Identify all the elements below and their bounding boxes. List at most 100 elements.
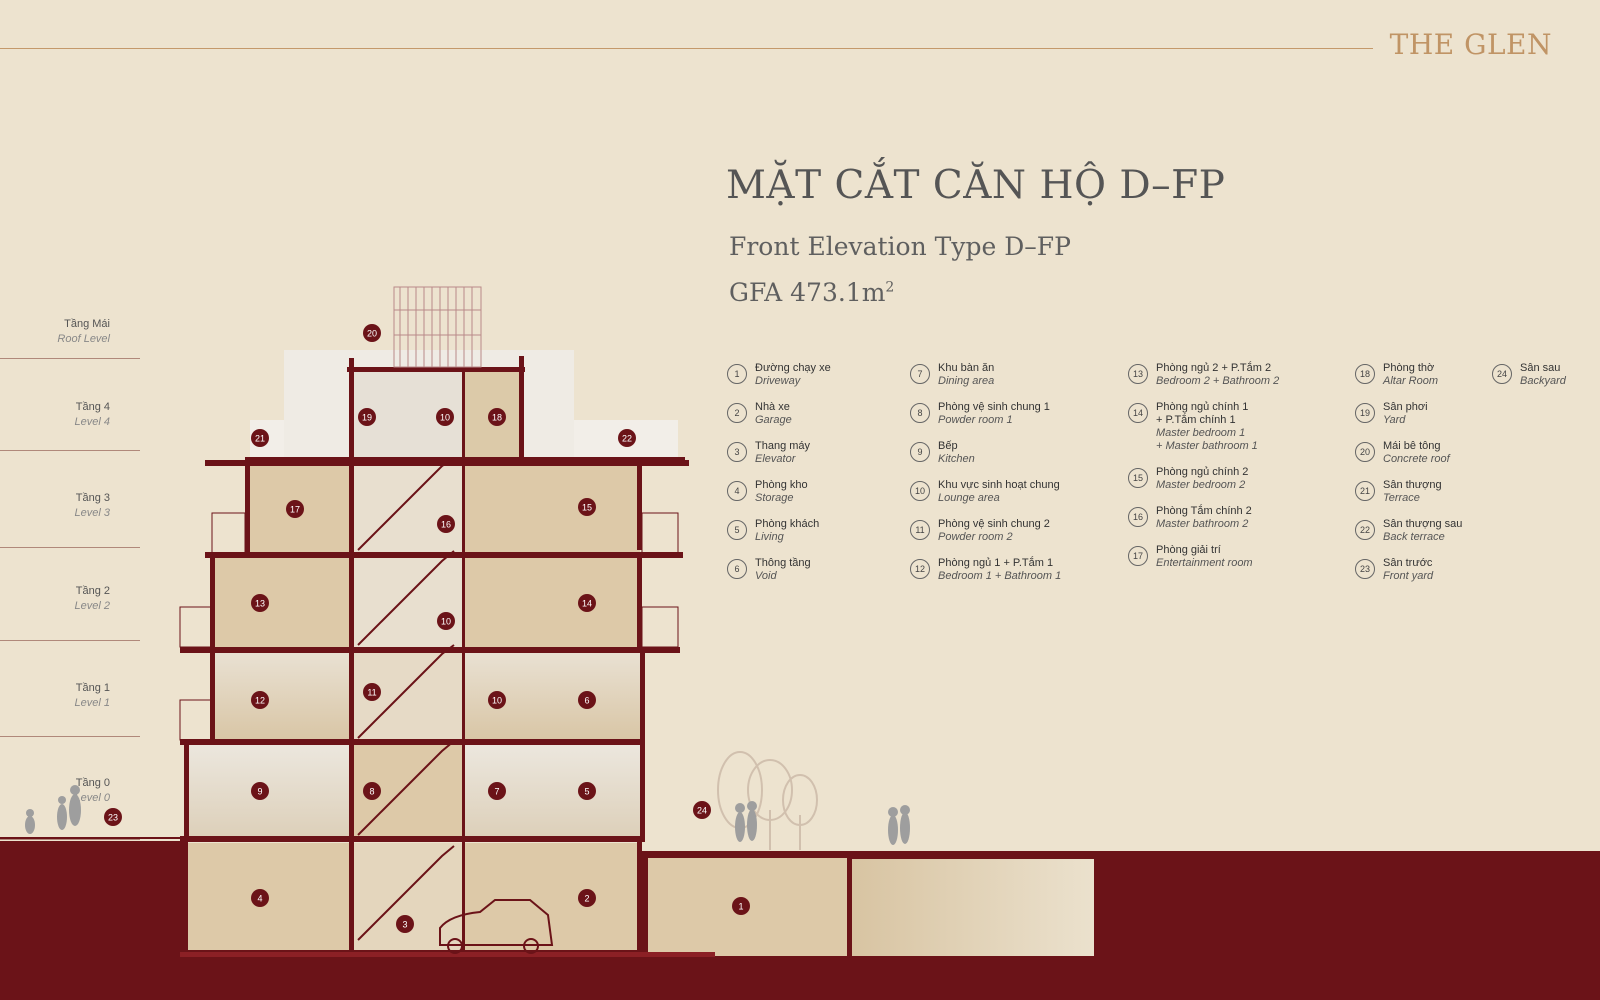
staircase <box>357 457 455 941</box>
room-marker-number: 11 <box>367 688 376 698</box>
level-name: Tầng 0 <box>75 777 110 789</box>
legend-label-vn: Sân thượng <box>1383 479 1442 491</box>
room-marker-dot <box>251 782 269 800</box>
level-name: Tầng 1 <box>75 682 110 694</box>
room-marker-number: 10 <box>492 696 502 706</box>
legend-label-en: Lounge area <box>938 492 1000 504</box>
legend-label-en: Driveway <box>755 375 801 387</box>
level-divider <box>0 736 140 737</box>
level-divider <box>0 839 140 840</box>
car-icon <box>439 899 554 954</box>
room-marker: 8 <box>363 782 381 800</box>
room-marker-dot <box>488 408 506 426</box>
gfa-unit-sup: 2 <box>885 279 895 296</box>
room-marker: 10 <box>437 612 455 630</box>
room-marker-dot <box>488 782 506 800</box>
room-marker: 11 <box>363 683 381 701</box>
level-2-floor <box>214 557 640 647</box>
page-title: MẶT CẮT CĂN HỘ D–FP <box>726 163 1226 208</box>
level-name-en: Roof Level <box>57 333 110 345</box>
level-3-floor <box>250 465 640 552</box>
room-marker: 18 <box>488 408 506 426</box>
legend-label-en: Front yard <box>1383 570 1434 582</box>
legend-number-badge: 10 <box>910 481 930 501</box>
legend-label-vn: Phòng ngủ chính 1+ P.Tắm chính 1 <box>1156 401 1249 426</box>
legend-number-badge: 19 <box>1355 403 1375 423</box>
gfa-value: GFA 473.1m <box>729 278 886 307</box>
legend-label-en: Dining area <box>938 375 995 387</box>
legend-label-vn: Khu vực sinh hoạt chung <box>938 479 1060 491</box>
room-marker-number: 14 <box>582 599 592 609</box>
legend-label-vn: Sân thượng sau <box>1383 518 1463 530</box>
room-marker-number: 12 <box>255 696 265 706</box>
room-marker-number: 5 <box>584 787 589 797</box>
room-marker-dot <box>578 782 596 800</box>
legend-number-badge: 7 <box>910 364 930 384</box>
header-rule <box>0 48 1373 49</box>
level-name: Tầng 2 <box>75 585 110 597</box>
room-marker-number: 10 <box>441 617 451 627</box>
legend-label-en: Powder room 2 <box>938 531 1013 543</box>
room-marker: 17 <box>286 500 304 518</box>
legend-number-badge: 20 <box>1355 442 1375 462</box>
room-marker-number: 10 <box>440 413 450 423</box>
room-marker: 9 <box>251 782 269 800</box>
legend-label-vn: Phòng thờ <box>1383 362 1435 374</box>
legend-label-vn: Thang máy <box>755 440 811 452</box>
room-marker: 22 <box>618 429 636 447</box>
room-marker: 13 <box>251 594 269 612</box>
legend-label-en: Entertainment room <box>1156 557 1253 569</box>
room-marker-number: 3 <box>402 920 407 930</box>
room-marker-number: 20 <box>367 329 377 339</box>
gfa-label: GFA 473.1m2 <box>729 278 894 307</box>
legend-number-badge: 21 <box>1355 481 1375 501</box>
legend-label-vn: Sân trước <box>1383 557 1433 569</box>
room-marker-dot <box>363 324 381 342</box>
legend-number-badge: 24 <box>1492 364 1512 384</box>
walls <box>184 356 645 952</box>
legend-label-vn: Sân phơi <box>1383 401 1428 413</box>
room-marker-number: 22 <box>622 434 632 444</box>
room-marker-number: 9 <box>257 787 262 797</box>
legend-number-badge: 18 <box>1355 364 1375 384</box>
level-divider <box>0 547 140 548</box>
room-marker: 20 <box>363 324 381 342</box>
legend-label-en: Master bedroom 2 <box>1156 479 1246 491</box>
room-marker-dot <box>578 498 596 516</box>
room-marker-number: 1 <box>738 902 743 912</box>
legend-number-badge: 13 <box>1128 364 1148 384</box>
legend-label-en: Garage <box>755 414 792 426</box>
legend-label-vn: Phòng giải trí <box>1156 544 1221 556</box>
room-marker: 4 <box>251 889 269 907</box>
